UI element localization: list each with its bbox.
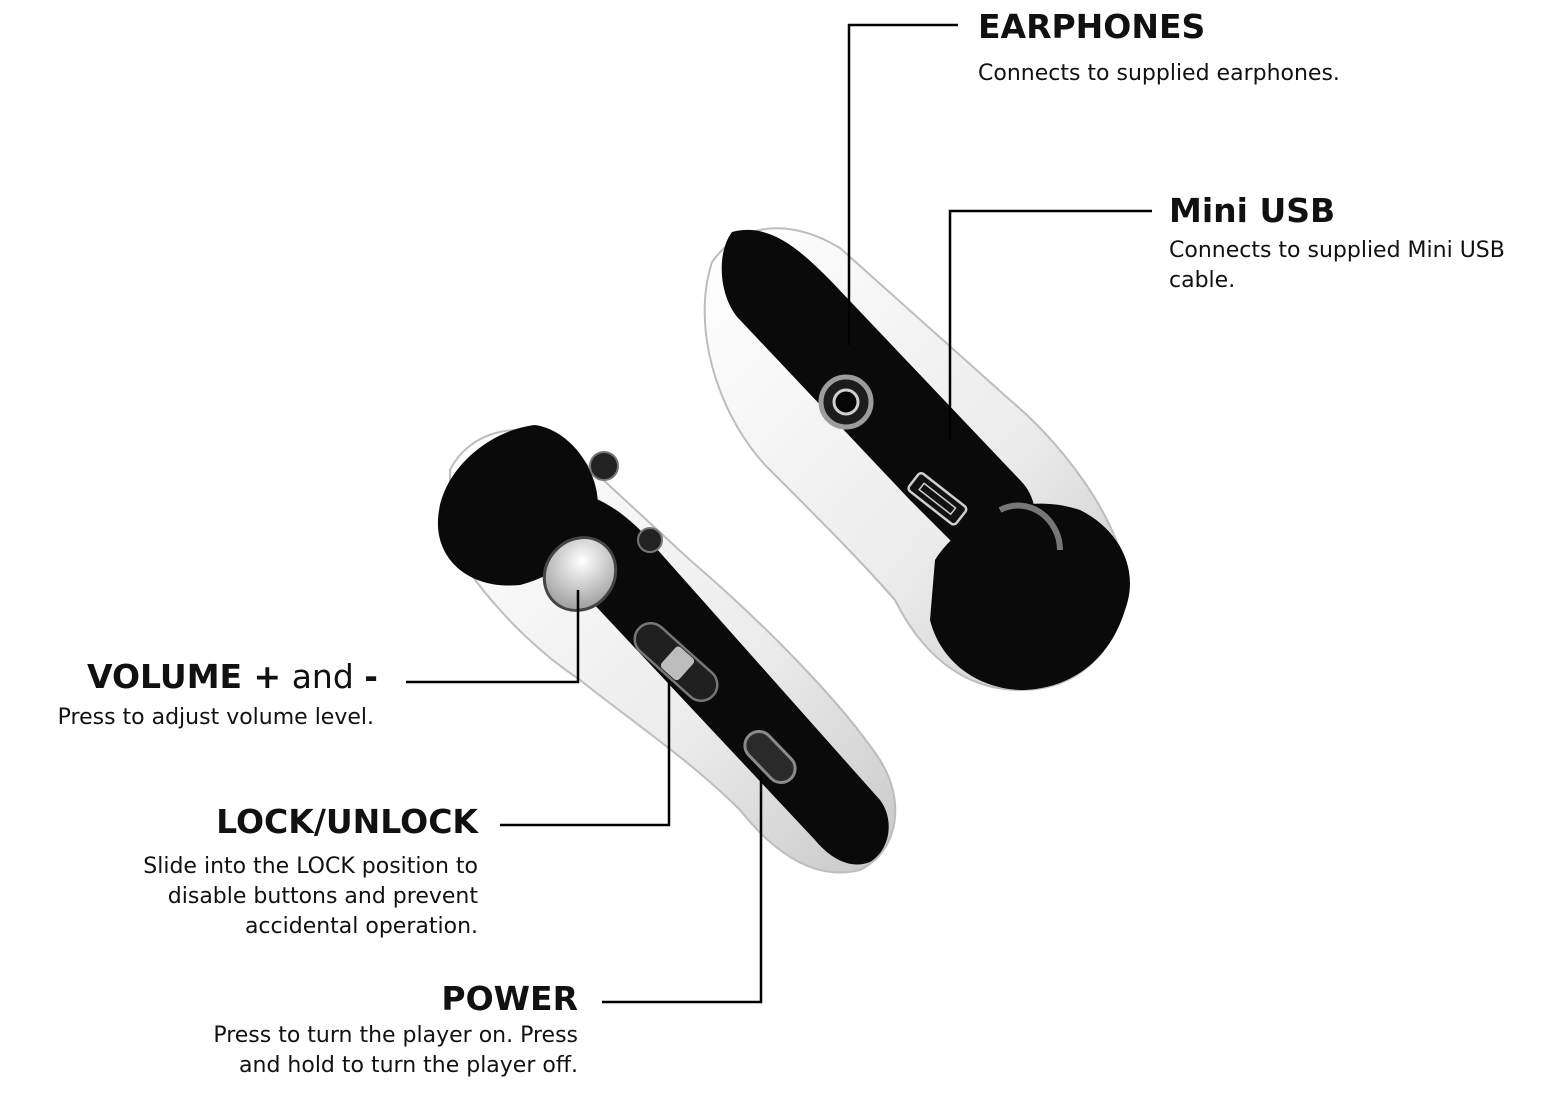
lower-device-black-cap <box>437 425 599 586</box>
power-button-icon <box>743 729 797 785</box>
upper-device <box>703 227 1130 692</box>
upper-device-black-cap <box>930 503 1130 690</box>
earphone-jack-icon <box>818 374 874 430</box>
power-callout: POWER Press to turn the player on. Press… <box>100 979 578 1081</box>
volume-title-bold: VOLUME + <box>87 657 282 696</box>
power-title: POWER <box>441 979 578 1018</box>
lock-leader-line <box>500 680 671 827</box>
earphones-leader-line <box>847 23 958 345</box>
power-description-line: Press to turn the player on. Press <box>213 1023 578 1048</box>
volume-callout: VOLUME + and - Press to adjust volume le… <box>0 657 378 733</box>
earphones-description: Connects to supplied earphones. <box>978 61 1340 86</box>
lock-description-line: disable buttons and prevent <box>167 884 478 909</box>
mini-usb-description-line: Connects to supplied Mini USB <box>1169 238 1505 263</box>
side-button-icon <box>589 451 619 481</box>
lock-callout: LOCK/UNLOCK Slide into the LOCK position… <box>40 802 478 942</box>
side-button-icon <box>637 527 663 553</box>
lock-description-line: accidental operation. <box>244 914 478 939</box>
lower-device <box>437 425 897 874</box>
lock-slider-icon <box>633 621 719 703</box>
volume-title: VOLUME + and - <box>0 657 378 697</box>
volume-title-and: and <box>281 657 365 696</box>
earphones-title: EARPHONES <box>978 7 1206 46</box>
mini-usb-callout: Mini USB Connects to supplied Mini USB c… <box>1169 191 1505 296</box>
power-description-line: and hold to turn the player off. <box>239 1053 578 1078</box>
volume-leader-line <box>406 590 580 684</box>
lock-title: LOCK/UNLOCK <box>216 802 478 841</box>
volume-title-minus: - <box>364 657 378 696</box>
mini-usb-title: Mini USB <box>1169 191 1336 230</box>
volume-button-icon <box>542 536 618 612</box>
power-leader-line <box>602 775 763 1004</box>
mini-usb-port-icon <box>907 472 968 526</box>
volume-description: Press to adjust volume level. <box>57 705 374 730</box>
lock-description-line: Slide into the LOCK position to <box>143 854 478 879</box>
earphones-callout: EARPHONES Connects to supplied earphones… <box>978 7 1340 89</box>
mini-usb-description-line: cable. <box>1169 268 1236 293</box>
leader-lines <box>406 23 1152 1004</box>
upper-device-black-band <box>721 229 1035 560</box>
mini-usb-leader-line <box>948 209 1152 440</box>
